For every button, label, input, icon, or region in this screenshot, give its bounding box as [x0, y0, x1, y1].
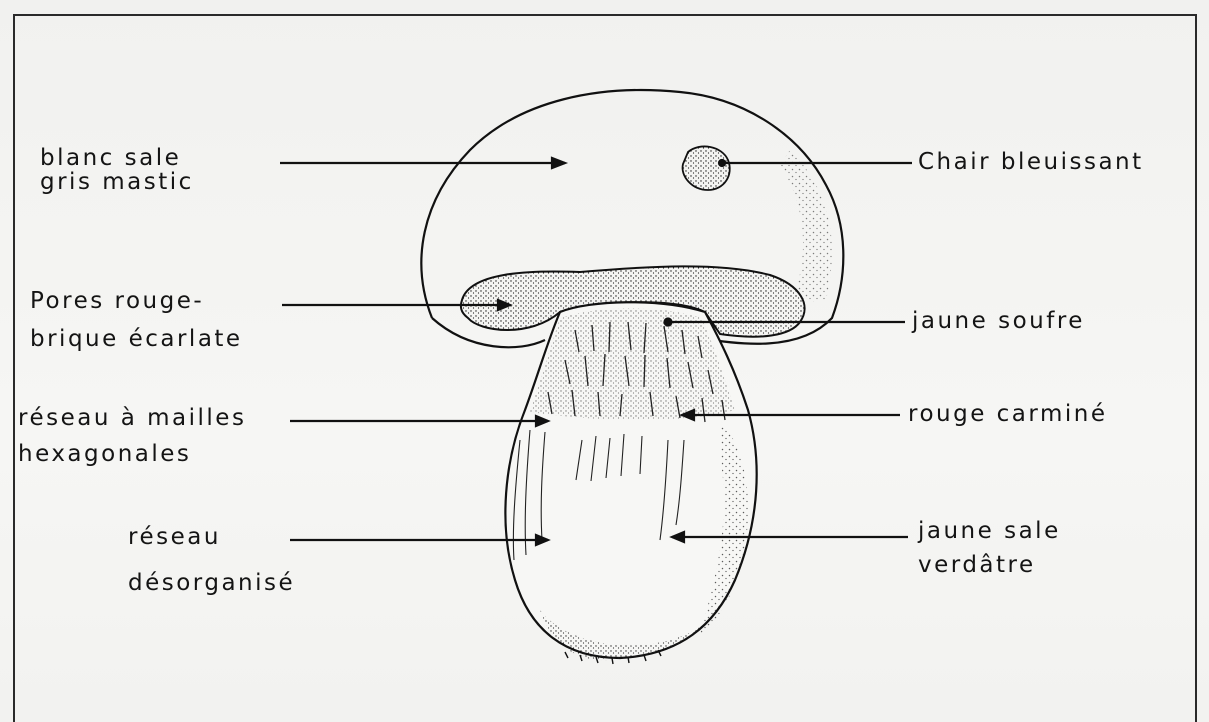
label-net-hex: réseau à mailles hexagonales [18, 402, 246, 470]
label-net-hex-line2: hexagonales [18, 438, 246, 470]
bruise-spot [683, 146, 730, 190]
label-pore-color-line1: jaune soufre [912, 305, 1085, 337]
label-flesh-line1: Chair bleuissant [918, 146, 1144, 178]
label-stipe-top-color-line1: rouge carminé [908, 398, 1107, 430]
label-stipe-base-color-line2: verdâtre [918, 549, 1061, 581]
label-net-disorg: réseau désorganisé [128, 521, 295, 599]
label-cap-color: blanc sale gris mastic [40, 142, 194, 198]
arrow-pore-color [665, 319, 672, 326]
label-pores-line1: Pores rouge- [30, 285, 243, 317]
label-pores: Pores rouge- brique écarlate [30, 285, 243, 355]
label-stipe-base-color-line1: jaune sale [918, 515, 1061, 547]
label-pore-color: jaune soufre [912, 305, 1085, 337]
label-stipe-base-color: jaune sale verdâtre [918, 515, 1061, 581]
label-cap-color-line2: gris mastic [40, 166, 194, 198]
label-stipe-top-color: rouge carminé [908, 398, 1107, 430]
label-flesh: Chair bleuissant [918, 146, 1144, 178]
arrow-flesh [719, 160, 725, 166]
stipe [505, 302, 756, 664]
label-net-hex-line1: réseau à mailles [18, 402, 246, 434]
label-net-disorg-line1: réseau [128, 521, 295, 553]
label-net-disorg-line2: désorganisé [128, 567, 295, 599]
label-pores-line2: brique écarlate [30, 323, 243, 355]
arrow-cap-color [552, 158, 565, 168]
